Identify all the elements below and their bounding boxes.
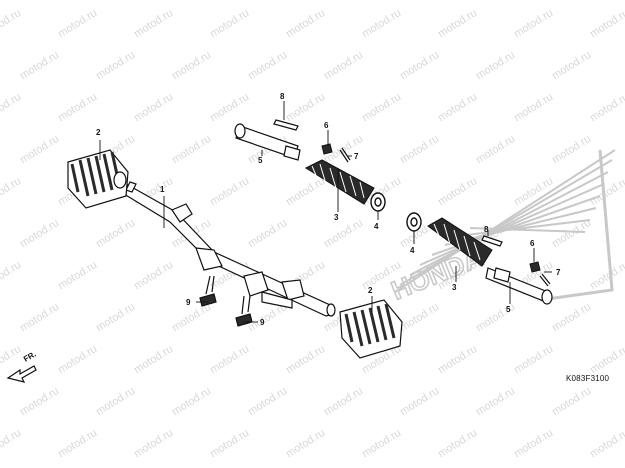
pin-right-part-8 [481,235,503,247]
callout-bolt-b: 9 [260,318,265,327]
nut-right-part-6 [529,261,541,273]
bolt-b-part-9 [235,295,253,327]
leader-lines [99,101,552,323]
callout-step-rubber-right: 2 [368,286,373,295]
callout-bolt-a: 9 [186,298,191,307]
step-bar-left-part-5 [234,123,301,161]
callout-pillion-rubber-left: 3 [334,213,339,222]
callout-washer-left: 4 [374,222,379,231]
callout-step-rubber-left: 2 [96,128,101,137]
callout-nut-right: 6 [530,239,535,248]
callout-pin-right: 8 [484,225,489,234]
nut-left-part-6 [321,143,333,155]
pin-left-part-8 [273,119,299,131]
front-direction-arrow [6,365,37,383]
callout-pillion-rubber-right: 3 [452,283,457,292]
pillion-rubber-left-part-3 [304,159,375,205]
callout-pin-left: 8 [280,92,285,101]
callout-cotter-pin-left: 7 [354,152,359,161]
diagram-code: K083F3100 [566,374,610,383]
pillion-rubber-right-part-3 [427,217,493,267]
step-rubber-right-part-2 [339,299,403,359]
callout-step-bar-right: 5 [506,305,511,314]
cotter-pin-right-part-7 [539,273,551,287]
bolt-a-part-9 [199,275,217,307]
washer-right-part-4 [406,212,422,232]
callout-washer-right: 4 [410,246,415,255]
callout-step-bar-left: 5 [258,156,263,165]
cotter-pin-left-part-7 [339,147,351,163]
callout-stay-bar: 1 [160,185,165,194]
step-rubber-left-part-2 [67,149,129,209]
washer-left-part-4 [370,192,386,212]
callout-cotter-pin-right: 7 [556,268,561,277]
callout-nut-left: 6 [324,121,329,130]
step-bar-right-part-5 [485,267,553,305]
stay-bar-part-1 [123,181,336,317]
